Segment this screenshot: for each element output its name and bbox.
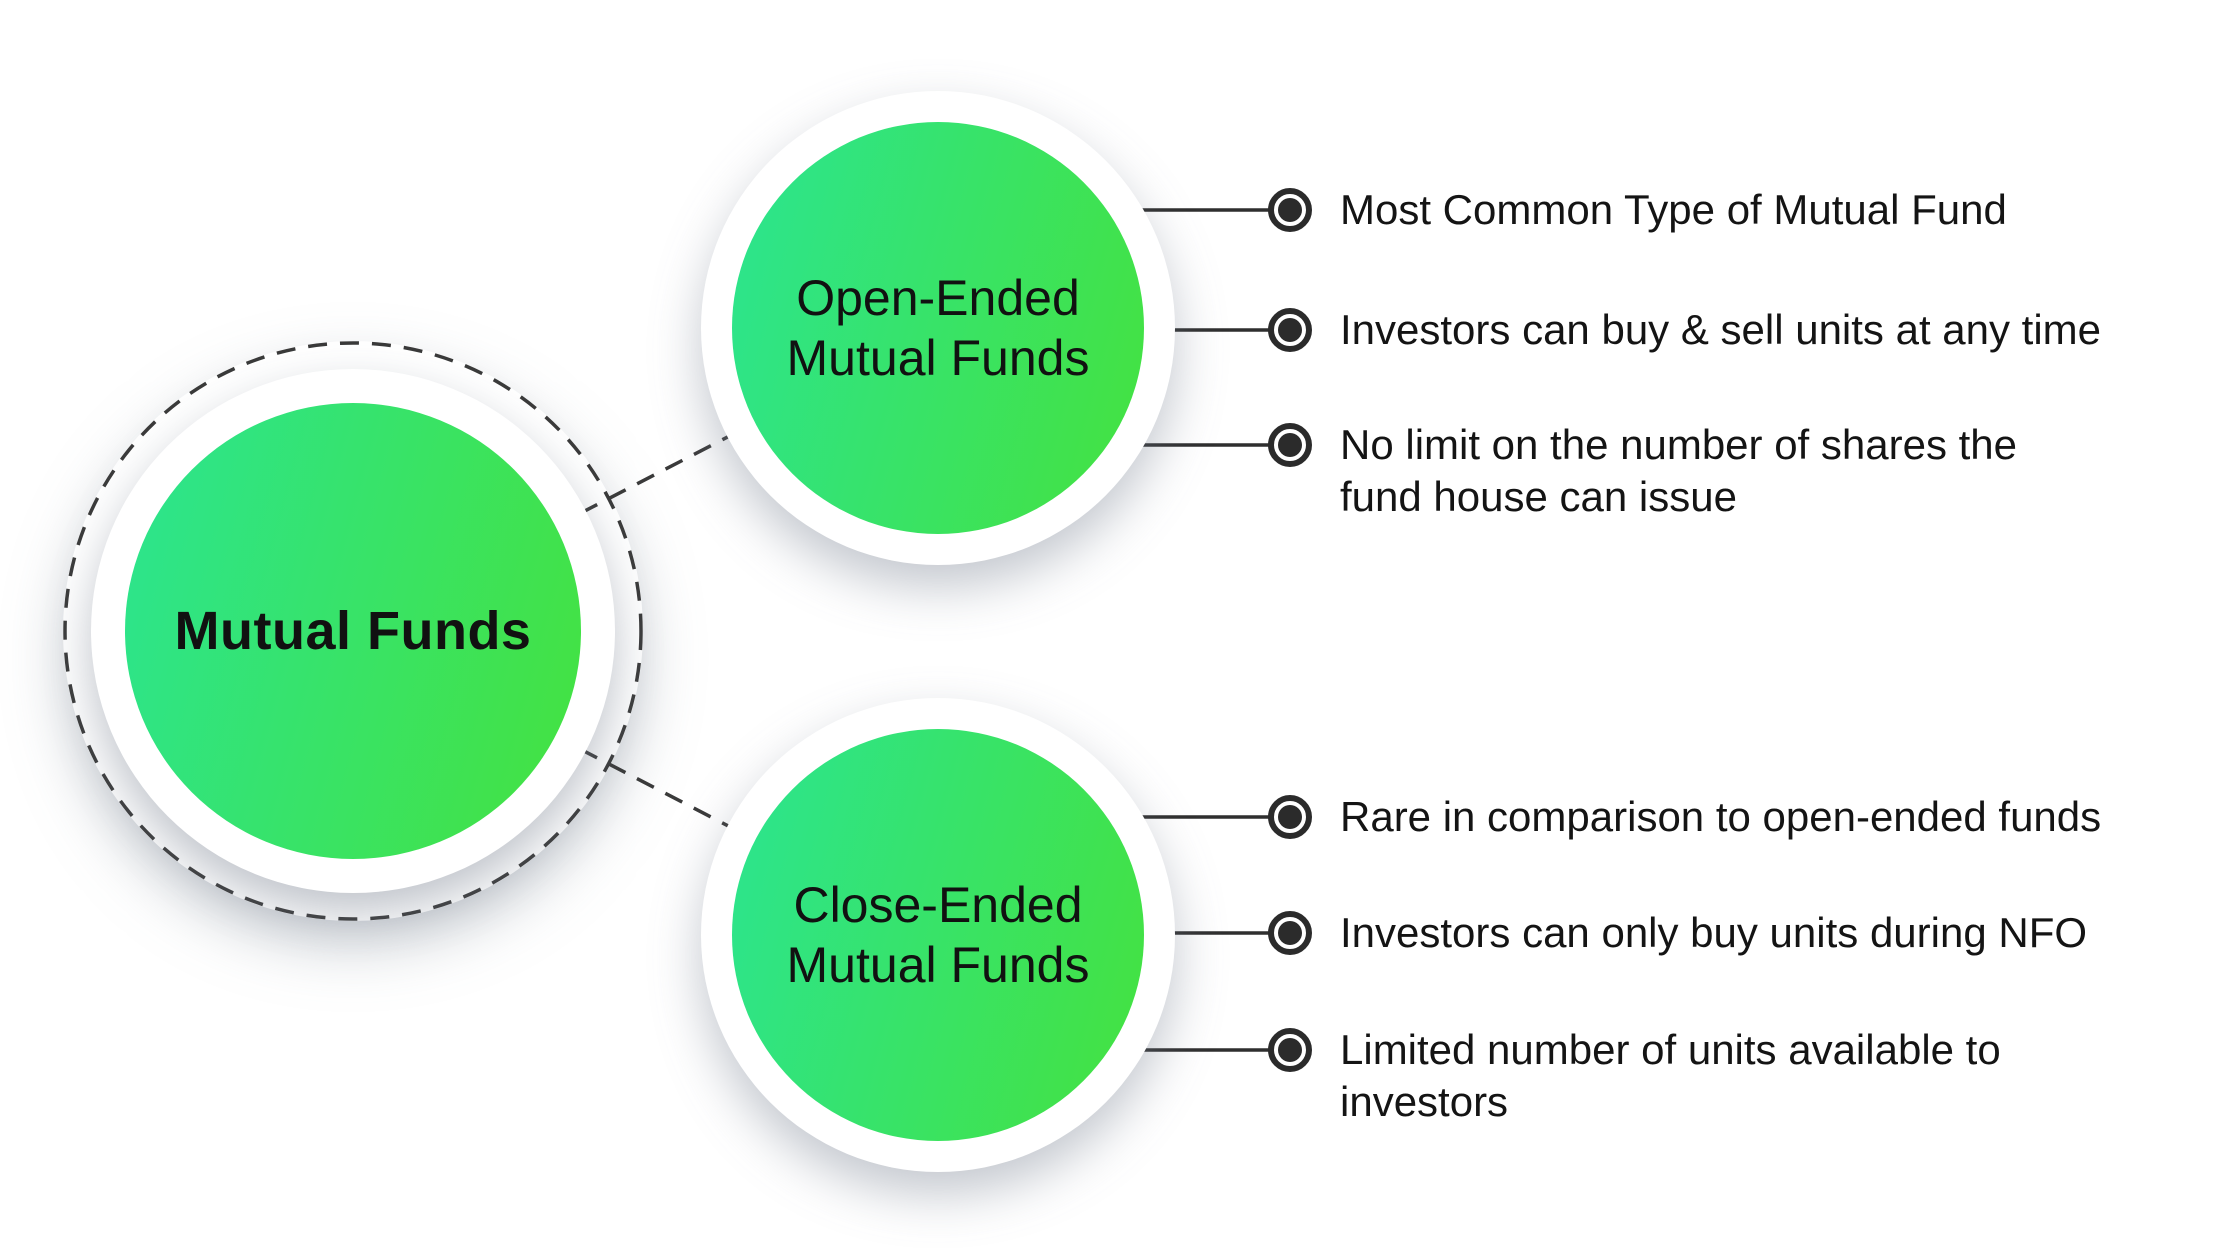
bullet-label: Investors can buy & sell units at any ti… (1340, 306, 2102, 353)
bullet-item: Investors can only buy units during NFO (1268, 907, 2087, 959)
bullet-target-icon (1268, 795, 1312, 839)
bullet-dot (1278, 433, 1302, 457)
bullet-dot (1278, 198, 1302, 222)
open-ended-node: Open-Ended Mutual Funds (732, 122, 1144, 534)
bullet-target-icon (1268, 911, 1312, 955)
bullet-dot (1278, 921, 1302, 945)
bullet-dot (1278, 805, 1302, 829)
bullet-dot (1278, 318, 1302, 342)
bullet-item: No limit on the number of shares the fun… (1268, 419, 2017, 523)
bullet-label: Rare in comparison to open-ended funds (1340, 793, 2102, 840)
bullet-item: Rare in comparison to open-ended funds (1268, 791, 2101, 843)
bullet-label: Investors can only buy units during NFO (1340, 909, 2088, 956)
bullet-item: Most Common Type of Mutual Fund (1268, 184, 2007, 236)
open-ended-node-label: Open-Ended Mutual Funds (786, 270, 1090, 386)
bullet-item: Investors can buy & sell units at any ti… (1268, 304, 2101, 356)
bullet-target-icon (1268, 188, 1312, 232)
root-node-label: Mutual Funds (174, 601, 532, 661)
bullet-dot (1278, 1038, 1302, 1062)
bullet-target-icon (1268, 1028, 1312, 1072)
root-node: Mutual Funds (125, 403, 581, 859)
bullet-target-icon (1268, 423, 1312, 467)
close-ended-node-label: Close-Ended Mutual Funds (786, 877, 1090, 993)
bullet-label: No limit on the number of shares the fun… (1340, 421, 2018, 520)
bullet-label: Limited number of units available to inv… (1340, 1026, 2001, 1125)
close-ended-node: Close-Ended Mutual Funds (732, 729, 1144, 1141)
bullet-target-icon (1268, 308, 1312, 352)
bullet-item: Limited number of units available to inv… (1268, 1024, 2001, 1128)
bullet-label: Most Common Type of Mutual Fund (1340, 186, 2007, 233)
